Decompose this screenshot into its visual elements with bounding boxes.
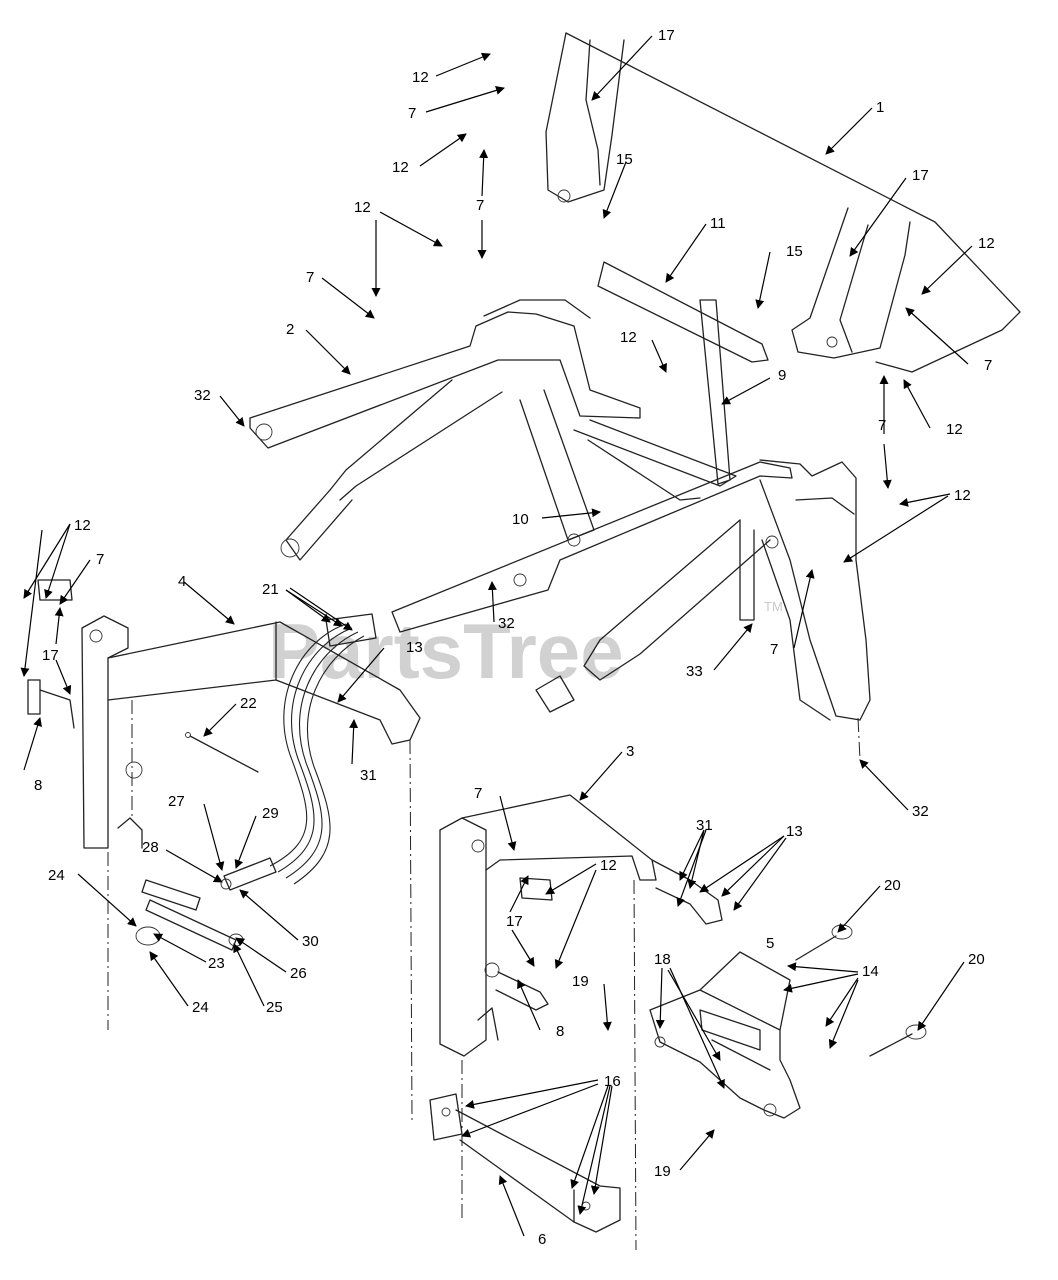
callout-1: 1: [876, 99, 884, 116]
part-right-tower: [439, 794, 723, 1057]
callout-7: 7: [408, 105, 416, 122]
callout-13: 13: [786, 823, 803, 840]
part-left-brackets: [27, 579, 75, 729]
part-main-frame: [391, 299, 871, 721]
callout-22: 22: [240, 695, 257, 712]
callout-9: 9: [778, 367, 786, 384]
watermark-brand: PartsTree: [268, 607, 624, 695]
callout-16: 16: [604, 1073, 621, 1090]
callout-labels: 1 17 12 7 12 7 15 11 12 7 2 32 17 15 12 …: [34, 27, 995, 1248]
callout-23: 23: [208, 955, 225, 972]
callout-6: 6: [538, 1231, 546, 1248]
part-hydraulic-hoses: [269, 613, 377, 885]
callout-32: 32: [912, 803, 929, 820]
callout-33: 33: [686, 663, 703, 680]
callout-5: 5: [766, 935, 774, 952]
callout-7: 7: [306, 269, 314, 286]
callout-12: 12: [392, 159, 409, 176]
watermark-trademark: TM: [764, 599, 783, 614]
part-bucket: [545, 32, 1021, 373]
leader-lines: [20, 35, 973, 1237]
callout-20: 20: [968, 951, 985, 968]
callout-12: 12: [978, 235, 995, 252]
callout-19: 19: [654, 1163, 671, 1180]
callout-25: 25: [266, 999, 283, 1016]
callout-2: 2: [286, 321, 294, 338]
callout-17: 17: [42, 647, 59, 664]
callout-7: 7: [770, 641, 778, 658]
callout-10: 10: [512, 511, 529, 528]
callout-7: 7: [476, 197, 484, 214]
callout-32: 32: [194, 387, 211, 404]
callout-7: 7: [878, 417, 886, 434]
callout-28: 28: [142, 839, 159, 856]
callout-12: 12: [954, 487, 971, 504]
callout-31: 31: [696, 817, 713, 834]
callout-24: 24: [192, 999, 209, 1016]
callout-27: 27: [168, 793, 185, 810]
callout-12: 12: [946, 421, 963, 438]
callout-17: 17: [912, 167, 929, 184]
part-rod: [185, 732, 259, 773]
callout-4: 4: [178, 573, 186, 590]
callout-12: 12: [354, 199, 371, 216]
callout-15: 15: [786, 243, 803, 260]
callout-8: 8: [34, 777, 42, 794]
callout-19: 19: [572, 973, 589, 990]
callout-29: 29: [262, 805, 279, 822]
callout-12: 12: [600, 857, 617, 874]
callout-7: 7: [474, 785, 482, 802]
callout-24: 24: [48, 867, 65, 884]
callout-32: 32: [498, 615, 515, 632]
part-hitch-receiver: [649, 951, 801, 1119]
callout-13: 13: [406, 639, 423, 656]
callout-20: 20: [884, 877, 901, 894]
callout-12: 12: [74, 517, 91, 534]
callout-11: 11: [710, 215, 726, 232]
callout-26: 26: [290, 965, 307, 982]
callout-12: 12: [412, 69, 429, 86]
callout-8: 8: [556, 1023, 564, 1040]
callout-17: 17: [506, 913, 523, 930]
callout-30: 30: [302, 933, 319, 950]
callout-12: 12: [620, 329, 637, 346]
callout-7: 7: [984, 357, 992, 374]
part-lift-arm: [249, 299, 737, 561]
callout-14: 14: [862, 963, 879, 980]
part-center-lines: [107, 700, 861, 1251]
callout-3: 3: [626, 743, 634, 760]
callout-7: 7: [96, 551, 104, 568]
callout-18: 18: [654, 951, 671, 968]
callout-31: 31: [360, 767, 377, 784]
callout-17: 17: [658, 27, 675, 44]
part-hitch-pins: [795, 924, 927, 1057]
callout-15: 15: [616, 151, 633, 168]
callout-21: 21: [262, 581, 279, 598]
